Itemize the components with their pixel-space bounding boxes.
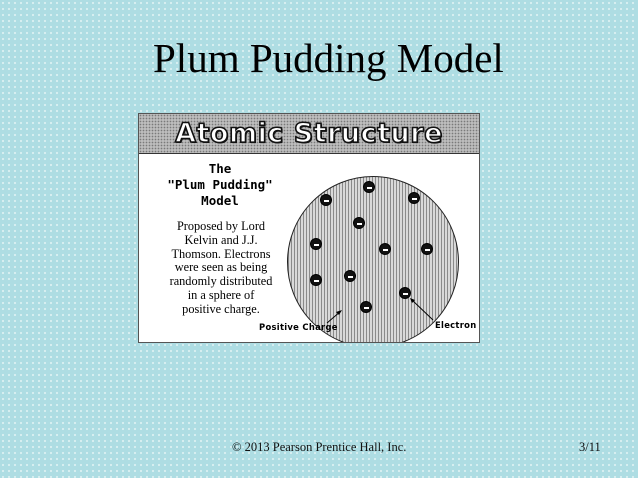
slide-title: Plum Pudding Model [153, 35, 504, 81]
model-name-line: Model [201, 193, 239, 208]
model-name: The "Plum Pudding" Model [147, 161, 293, 209]
electron-icon [360, 301, 372, 313]
positive-sphere [287, 176, 459, 342]
model-description: Proposed by Lord Kelvin and J.J. Thomson… [151, 219, 291, 317]
model-name-line: "Plum Pudding" [167, 177, 273, 192]
electron-pointer [411, 299, 434, 321]
description-line: Kelvin and J.J. [184, 232, 258, 247]
positive-charge-arrowhead [336, 310, 342, 315]
model-name-line: The [208, 161, 232, 176]
description-line: in a sphere of [187, 287, 255, 302]
electron-icon [310, 238, 322, 250]
figure-banner: Atomic Structure [139, 114, 479, 154]
electron-icon [344, 270, 356, 282]
positive-charge-label: Positive Charge [259, 322, 338, 332]
electron-icon [363, 181, 375, 193]
description-line: positive charge. [182, 301, 260, 316]
electron-arrowhead [410, 298, 415, 303]
description-line: randomly distributed [169, 274, 273, 289]
label-arrows [326, 298, 434, 324]
electron-icon [310, 274, 322, 286]
atomic-structure-figure: Atomic Structure The "Plum Pudding" Mode… [138, 113, 480, 343]
electron-icon [320, 194, 332, 206]
electron-icon [353, 217, 365, 229]
electron-icon [408, 192, 420, 204]
electron-label: Electron [435, 320, 477, 330]
electron-icon [379, 243, 391, 255]
description-line: Proposed by Lord [176, 219, 266, 233]
page-number: 3/11 [579, 440, 601, 454]
electron-icon [399, 287, 411, 299]
copyright-footer: © 2013 Pearson Prentice Hall, Inc. [232, 440, 407, 454]
electron-icon [421, 243, 433, 255]
description-line: Thomson. Electrons [171, 246, 271, 261]
description-line: were seen as being [174, 260, 268, 275]
figure-banner-text: Atomic Structure [174, 117, 443, 150]
